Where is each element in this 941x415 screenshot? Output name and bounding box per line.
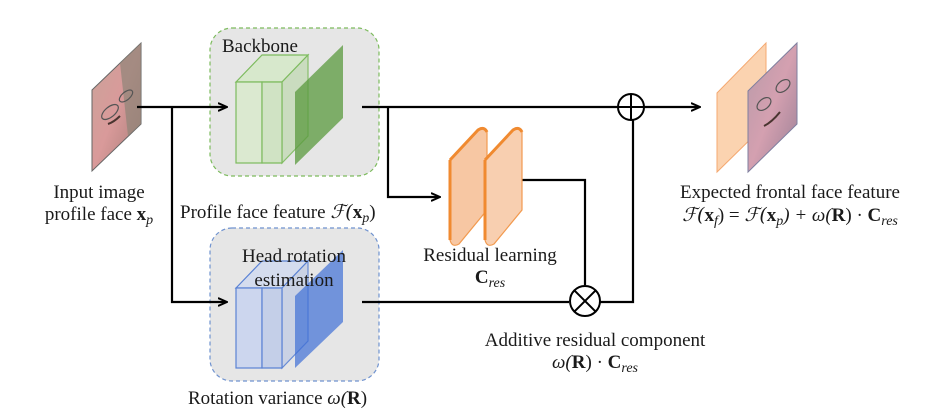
additive-formula: ω(R) · Cres — [455, 352, 735, 376]
backbone-caption-text: Profile face feature — [180, 202, 331, 223]
output-label: Expected frontal face feature — [680, 182, 900, 203]
backbone-caption: Profile face feature ℱ(xp) — [180, 201, 376, 226]
input-subtitle-text: profile face — [44, 204, 137, 225]
input-subtitle: profile face xp — [34, 204, 164, 228]
eq-lhs-func: ℱ( — [682, 204, 705, 226]
backbone-feature-plane — [295, 45, 343, 165]
input-caption: Input image profile face xp — [34, 182, 164, 228]
rotation-caption-close: ) — [360, 388, 368, 409]
output-equation: ℱ(xf) = ℱ(xp) + ω(R) · Cres — [640, 204, 940, 229]
input-symbol-sub: p — [146, 213, 154, 228]
rotation-caption-text: Rotation variance — [188, 388, 328, 409]
eq-c: C — [867, 205, 882, 226]
product-operator-icon — [569, 285, 601, 317]
eq-c-sub: res — [881, 214, 898, 229]
eq-mid: ) = — [717, 205, 745, 226]
rotation-caption-omega: ω( — [327, 388, 348, 409]
additive-dot: ) · — [585, 352, 608, 373]
rotation-variance-caption: Rotation variance ω(R) — [188, 388, 367, 410]
residual-symbol: C — [474, 267, 489, 288]
head-rotation-feature-plane — [295, 250, 343, 368]
head-rotation-label: Head rotation estimation — [210, 245, 378, 293]
residual-label: Residual learning — [423, 245, 557, 266]
eq-rhs-sym: x — [766, 205, 777, 226]
residual-to-product-line — [520, 178, 587, 285]
eq-plus: ) + ω( — [783, 205, 832, 226]
additive-c: C — [607, 352, 622, 373]
residual-plate-1 — [448, 126, 489, 246]
additive-c-sub: res — [621, 361, 638, 376]
sum-operator-icon — [617, 93, 645, 121]
input-title: Input image — [53, 182, 145, 203]
backbone-caption-sub: p — [362, 211, 370, 226]
additive-caption: Additive residual component ω(R) · Cres — [455, 330, 735, 376]
rotation-caption-symbol: R — [347, 388, 361, 409]
backbone-caption-close: ) — [369, 202, 376, 223]
head-rotation-label-line1: Head rotation — [242, 246, 346, 267]
additive-omega: ω( — [552, 352, 572, 373]
input-symbol: x — [136, 204, 147, 225]
residual-symbol-line: Cres — [405, 267, 575, 291]
additive-label: Additive residual component — [484, 330, 706, 351]
residual-caption: Residual learning Cres — [405, 245, 575, 291]
backbone-label: Backbone — [222, 36, 298, 57]
eq-lhs-sym: x — [704, 205, 714, 226]
output-frontal-face-image — [747, 41, 798, 174]
product-to-sum-line — [600, 120, 635, 304]
eq-rhs-func: ℱ( — [744, 204, 767, 226]
additive-r: R — [571, 352, 586, 373]
head-rotation-label-line2: estimation — [254, 270, 334, 291]
backbone-caption-func: ℱ( — [330, 201, 353, 223]
output-caption: Expected frontal face feature ℱ(xf) = ℱ(… — [640, 182, 940, 229]
eq-rhs-sub: p — [776, 214, 784, 229]
residual-plate-2 — [483, 126, 524, 246]
input-face-image — [91, 41, 142, 173]
feature-to-residual-arrow — [386, 107, 439, 197]
input-to-head-rotation-arrow — [170, 107, 226, 302]
eq-lhs-sub: f — [713, 214, 718, 229]
eq-r: R — [831, 205, 846, 226]
backbone-caption-symbol: x — [352, 202, 363, 223]
residual-symbol-sub: res — [488, 276, 506, 291]
eq-dot: ) · — [845, 205, 868, 226]
